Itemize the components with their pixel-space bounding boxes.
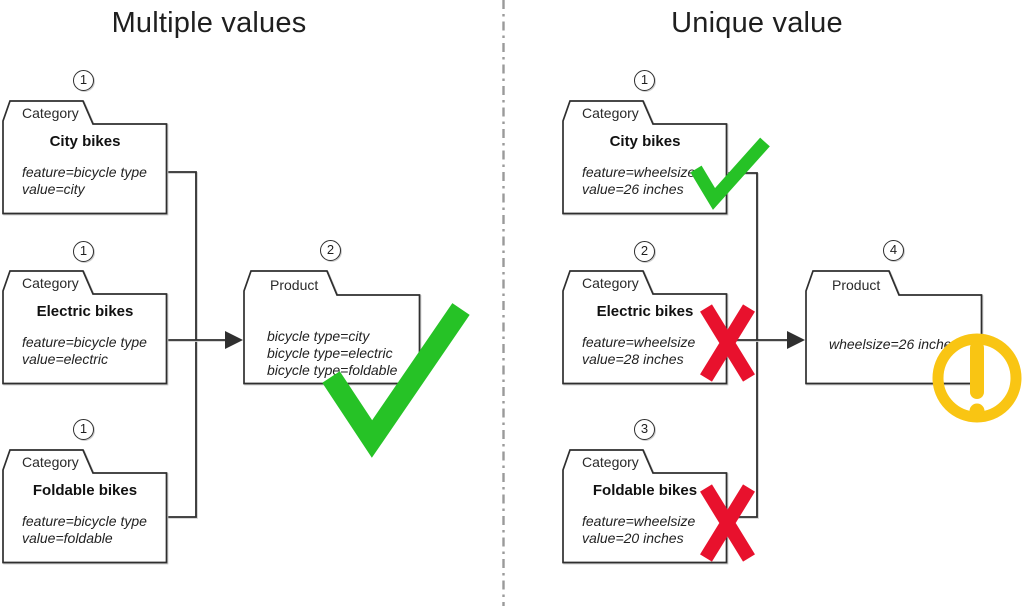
right-arrowhead-icon — [787, 331, 805, 349]
cross-icon — [700, 484, 755, 562]
warning-icon — [932, 333, 1022, 423]
cross-icon — [700, 304, 755, 382]
check-icon — [690, 137, 770, 210]
left-bracket-connector — [167, 171, 197, 518]
left-arrowhead-icon — [225, 331, 243, 349]
check-icon — [322, 303, 470, 458]
